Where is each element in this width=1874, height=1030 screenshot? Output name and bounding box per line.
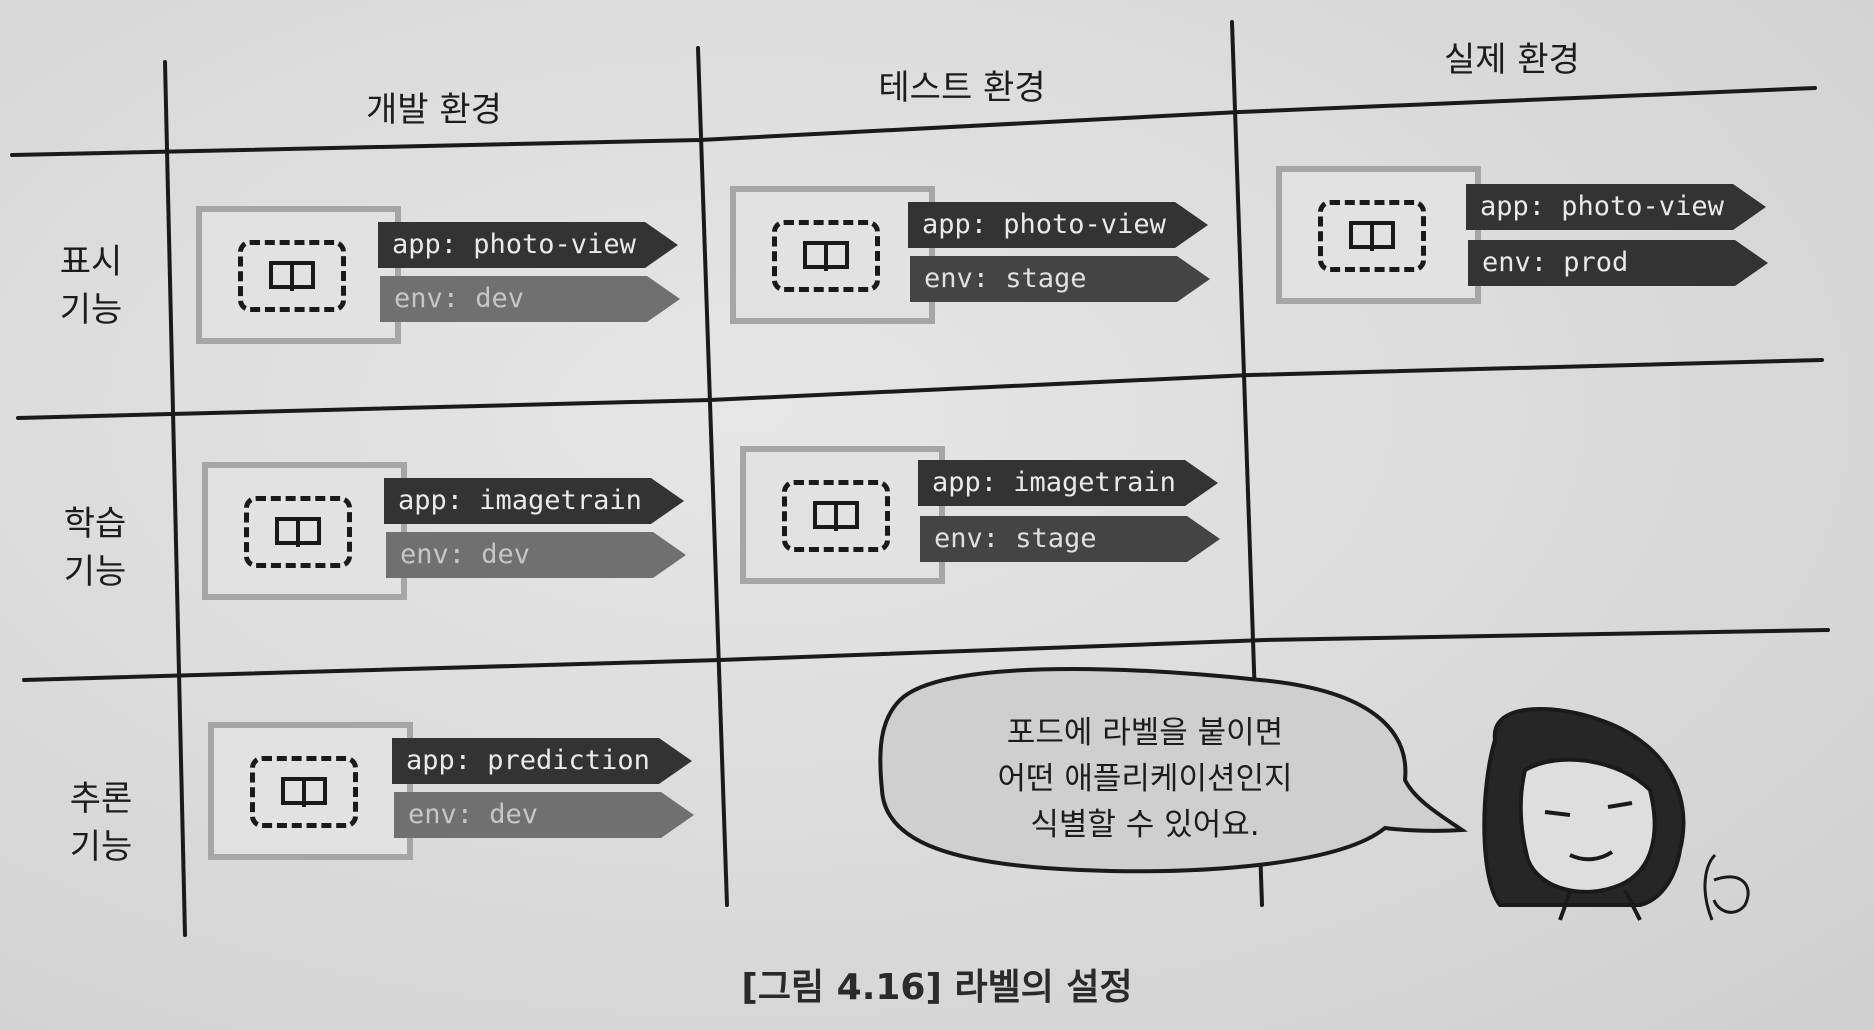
- pod-frame: [202, 462, 407, 600]
- label-tag-env: env: prod: [1468, 240, 1768, 286]
- pod-train-dev: [202, 462, 417, 610]
- row-label-train: 학습 기능: [40, 500, 150, 596]
- pod-icon: [772, 220, 880, 292]
- col1-divider-line: [696, 46, 729, 907]
- row-label-train-line2: 기능: [63, 552, 127, 592]
- pod-icon: [250, 756, 358, 828]
- label-tag-env: env: dev: [394, 792, 694, 838]
- speech-bubble-text: 포드에 라벨을 붙이면 어떤 애플리케이션인지 식별할 수 있어요.: [930, 710, 1360, 848]
- label-tag-app: app: prediction: [392, 738, 692, 784]
- row-label-train-line1: 학습: [63, 504, 127, 544]
- col0-divider-line: [163, 60, 187, 937]
- label-tag-app: app: imagetrain: [918, 460, 1218, 506]
- pod-display-prod: [1276, 166, 1491, 314]
- speech-line-2: 어떤 애플리케이션인지: [997, 761, 1293, 797]
- row1-divider-line: [16, 358, 1824, 420]
- row-label-infer-line1: 추론: [69, 779, 133, 819]
- pod-icon: [238, 240, 346, 312]
- character-illustration: [1482, 707, 1750, 921]
- row-label-display-line1: 표시: [59, 242, 123, 282]
- row-label-infer-line2: 기능: [69, 827, 133, 867]
- speech-bubble-shape: [878, 667, 1468, 874]
- label-tag-env: env: stage: [910, 256, 1210, 302]
- pod-frame: [208, 722, 413, 860]
- speech-line-3: 식별할 수 있어요.: [1030, 807, 1260, 843]
- label-tag-app: app: photo-view: [378, 222, 678, 268]
- header-divider-line: [10, 86, 1817, 157]
- row-label-display: 표시 기능: [36, 238, 146, 334]
- label-tag-app: app: photo-view: [908, 202, 1208, 248]
- speech-line-1: 포드에 라벨을 붙이면: [1006, 715, 1284, 751]
- pod-infer-dev: [208, 722, 423, 870]
- pod-icon: [1318, 200, 1426, 272]
- row2-divider-line: [22, 628, 1830, 682]
- pod-frame: [740, 446, 945, 584]
- column-header-prod: 실제 환경: [1444, 40, 1580, 80]
- row-label-display-line2: 기능: [59, 290, 123, 330]
- pod-frame: [730, 186, 935, 324]
- pod-display-stage: [730, 186, 945, 334]
- column-header-dev: 개발 환경: [366, 90, 502, 130]
- label-tag-app: app: imagetrain: [384, 478, 684, 524]
- figure-caption: [그림 4.16] 라벨의 설정: [741, 967, 1133, 1008]
- pod-frame: [196, 206, 401, 344]
- pod-display-dev: [196, 206, 411, 354]
- label-tag-app: app: photo-view: [1466, 184, 1766, 230]
- label-tag-env: env: dev: [386, 532, 686, 578]
- pod-train-stage: [740, 446, 955, 594]
- pod-icon: [244, 496, 352, 568]
- row-label-infer: 추론 기능: [46, 775, 156, 871]
- pod-frame: [1276, 166, 1481, 304]
- label-tag-env: env: dev: [380, 276, 680, 322]
- column-header-test: 테스트 환경: [878, 68, 1046, 108]
- label-tag-env: env: stage: [920, 516, 1220, 562]
- pod-icon: [782, 480, 890, 552]
